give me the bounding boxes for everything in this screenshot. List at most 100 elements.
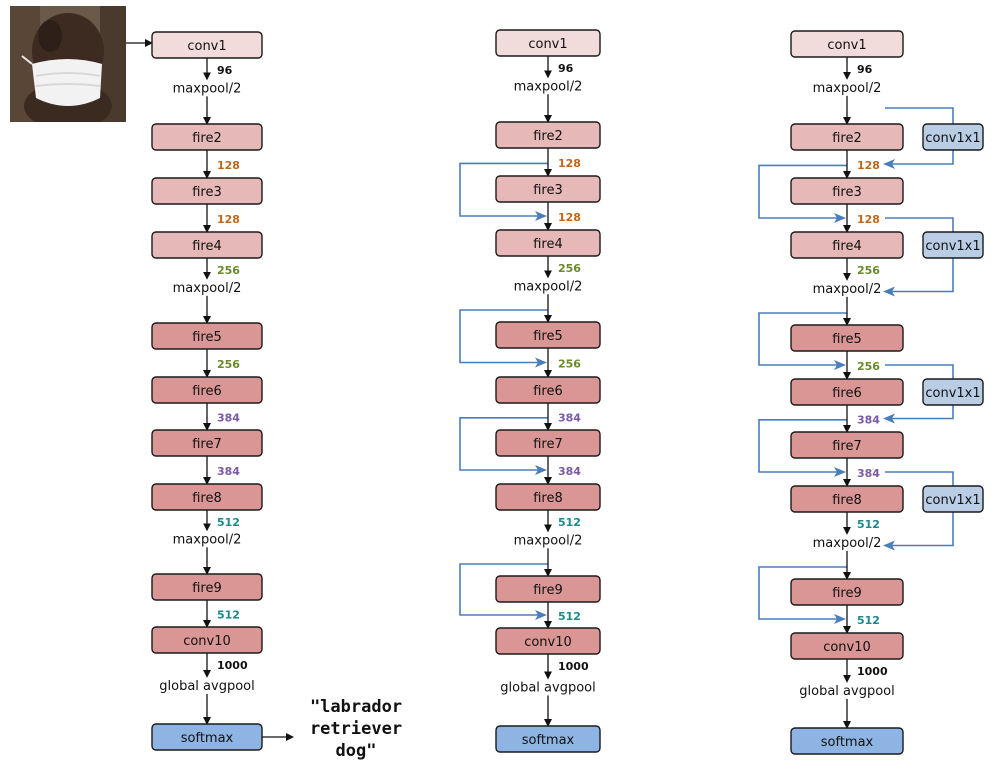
node-fire8: fire8 xyxy=(790,485,904,513)
node-fire3: fire3 xyxy=(790,177,904,205)
node-label: fire9 xyxy=(832,586,862,601)
node-softmax: softmax xyxy=(151,723,263,751)
channel-label: 1000 xyxy=(558,660,589,673)
node-fire7: fire7 xyxy=(790,431,904,459)
conv1x1-label: conv1x1 xyxy=(925,493,980,508)
channel-label: 512 xyxy=(558,516,581,529)
node-label: softmax xyxy=(522,733,575,748)
edge-fire7-fire8: 384 xyxy=(203,456,240,485)
node-fire6: fire6 xyxy=(495,376,601,404)
node-box xyxy=(151,177,263,205)
conv1x1-label: conv1x1 xyxy=(925,386,980,401)
node-fire3: fire3 xyxy=(151,177,263,205)
node-box xyxy=(495,429,601,457)
node-label: softmax xyxy=(181,731,234,746)
channel-label: 384 xyxy=(857,467,880,480)
node-fire4: fire4 xyxy=(495,229,601,257)
op-label: maxpool/2 xyxy=(813,536,882,551)
node-label: fire7 xyxy=(192,437,222,452)
edge-conv1-fire2: maxpool/296 xyxy=(813,57,881,125)
channel-label: 512 xyxy=(217,609,240,622)
node-label: fire6 xyxy=(533,384,563,399)
node-fire3: fire3 xyxy=(495,175,601,203)
channel-label: 384 xyxy=(217,465,240,478)
op-label: global avgpool xyxy=(799,684,894,699)
node-conv1: conv1 xyxy=(495,29,601,57)
channel-label: 256 xyxy=(857,360,880,373)
node-label: fire6 xyxy=(832,386,862,401)
node-fire7: fire7 xyxy=(495,429,601,457)
channel-label: 512 xyxy=(558,610,581,623)
node-softmax: softmax xyxy=(495,725,601,753)
edge-fire6-fire7: 384 xyxy=(843,405,880,433)
conv1x1-node: conv1x1 xyxy=(922,123,984,151)
op-label: maxpool/2 xyxy=(173,532,242,547)
conv1x1-box xyxy=(922,231,984,259)
edge-fire6-fire7: 384 xyxy=(544,403,581,431)
node-fire5: fire5 xyxy=(151,322,263,350)
node-box xyxy=(790,578,904,606)
channel-label: 128 xyxy=(558,211,581,224)
simple-bypass-fire9 xyxy=(758,566,847,624)
channel-label: 1000 xyxy=(217,659,248,672)
node-fire9: fire9 xyxy=(151,573,263,601)
node-label: fire5 xyxy=(192,330,222,345)
dog-photo-icon xyxy=(10,6,126,122)
simple-bypass-fire9 xyxy=(459,563,548,620)
edge-fire9-conv10: 512 xyxy=(203,600,240,628)
channel-label: 512 xyxy=(857,518,880,531)
channel-label: 256 xyxy=(217,358,240,371)
channel-label: 96 xyxy=(217,64,233,77)
edge-fire5-fire6: 256 xyxy=(544,348,581,378)
simple-bypass-fire5 xyxy=(459,309,548,368)
node-box xyxy=(151,376,263,404)
output-prediction: "labrador retriever dog" xyxy=(310,697,402,761)
node-label: fire9 xyxy=(192,581,222,596)
edge-fire8-fire9: maxpool/2 512 xyxy=(813,512,882,580)
conv1x1-box xyxy=(922,378,984,406)
node-box xyxy=(495,321,601,349)
node-box xyxy=(495,627,601,655)
node-fire9: fire9 xyxy=(495,575,601,603)
node-fire4: fire4 xyxy=(151,231,263,259)
node-label: fire6 xyxy=(192,384,222,399)
edge-fire9-conv10: 512 xyxy=(544,602,581,629)
node-label: fire7 xyxy=(533,437,563,452)
node-box xyxy=(790,632,904,660)
op-label: maxpool/2 xyxy=(514,279,583,294)
conv1x1-label: conv1x1 xyxy=(925,131,980,146)
edge-fire7-fire8: 384 xyxy=(544,456,581,485)
channel-label: 384 xyxy=(217,412,240,425)
node-box xyxy=(151,573,263,601)
channel-label: 96 xyxy=(857,63,873,76)
op-label: maxpool/2 xyxy=(173,81,242,96)
node-fire4: fire4 xyxy=(790,231,904,259)
node-conv1: conv1 xyxy=(790,30,904,58)
channel-label: 512 xyxy=(857,614,880,627)
node-label: softmax xyxy=(821,735,874,750)
node-box xyxy=(151,31,263,59)
node-box xyxy=(790,324,904,352)
complex-bypass-out-fire8 xyxy=(883,512,954,551)
node-label: fire4 xyxy=(533,237,563,252)
node-box xyxy=(151,723,263,751)
node-box xyxy=(151,626,263,654)
node-label: fire3 xyxy=(533,183,563,198)
node-box xyxy=(151,483,263,511)
node-label: fire4 xyxy=(192,239,222,254)
node-box xyxy=(790,378,904,406)
node-fire8: fire8 xyxy=(495,483,601,511)
node-label: conv1 xyxy=(827,38,866,53)
node-box xyxy=(790,123,904,151)
channel-label: 96 xyxy=(558,62,574,75)
channel-label: 128 xyxy=(857,159,880,172)
node-conv10: conv10 xyxy=(495,627,601,655)
node-label: fire2 xyxy=(832,131,862,146)
